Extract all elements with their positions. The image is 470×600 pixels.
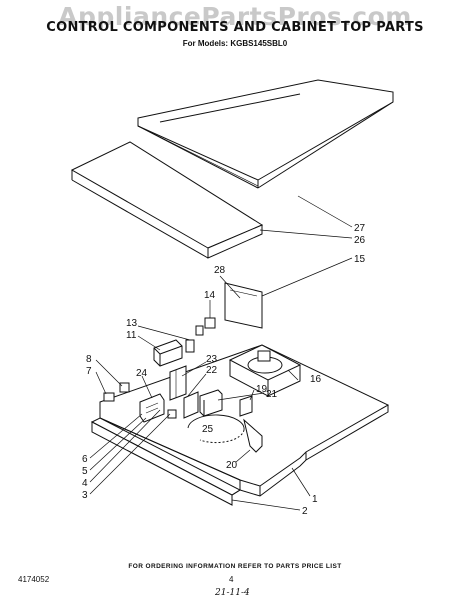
callout-20: 20	[226, 460, 238, 471]
callout-15: 15	[354, 254, 366, 265]
callout-28: 28	[214, 265, 226, 276]
callout-24: 24	[136, 368, 148, 379]
callout-3: 3	[82, 490, 88, 501]
page-number: 4	[229, 575, 234, 584]
callout-7: 7	[86, 366, 92, 377]
sensor-bracket-part	[239, 395, 263, 453]
model-subtitle: For Models: KGBS145SBL0	[182, 39, 288, 48]
callout-11: 11	[126, 330, 137, 341]
switch-block-part	[153, 339, 195, 367]
document-number: 4174052	[18, 575, 50, 584]
callout-labels: 27 26 15 28 14 13 11 8 7 23 22 24 21 19 …	[82, 223, 366, 517]
callout-21: 21	[266, 389, 278, 400]
page-title: CONTROL COMPONENTS AND CABINET TOP PARTS	[46, 20, 424, 35]
ordering-note: FOR ORDERING INFORMATION REFER TO PARTS …	[128, 563, 342, 570]
callout-27: 27	[354, 223, 366, 234]
relay-part	[183, 389, 223, 419]
burner-ring-part	[187, 414, 245, 444]
callout-23: 23	[206, 354, 218, 365]
callout-13: 13	[126, 318, 138, 329]
handwritten-note: 21-11-4	[215, 588, 250, 598]
callout-26: 26	[354, 235, 366, 246]
watermark: AppliancePartsPros.com	[58, 2, 412, 31]
callout-2: 2	[302, 506, 308, 517]
callout-25: 25	[202, 424, 214, 435]
callout-19: 19	[256, 384, 268, 395]
front-trim-part	[70, 141, 264, 259]
clip-parts	[103, 382, 130, 402]
callout-1: 1	[312, 494, 318, 505]
terminal-strip-part	[139, 393, 177, 423]
side-rail-part	[90, 417, 242, 506]
callout-4: 4	[82, 478, 88, 489]
burner-housing-part	[228, 344, 302, 397]
callout-6: 6	[82, 454, 88, 465]
bracket-part	[169, 365, 187, 401]
small-clip-part	[195, 317, 216, 336]
callout-5: 5	[82, 466, 88, 477]
callout-16: 16	[310, 374, 322, 385]
mounting-plate-part	[224, 282, 263, 329]
callout-14: 14	[204, 290, 216, 301]
callout-8: 8	[86, 354, 92, 365]
leader-lines	[89, 195, 353, 511]
callout-22: 22	[206, 365, 218, 376]
cabinet-top-part	[137, 79, 394, 189]
